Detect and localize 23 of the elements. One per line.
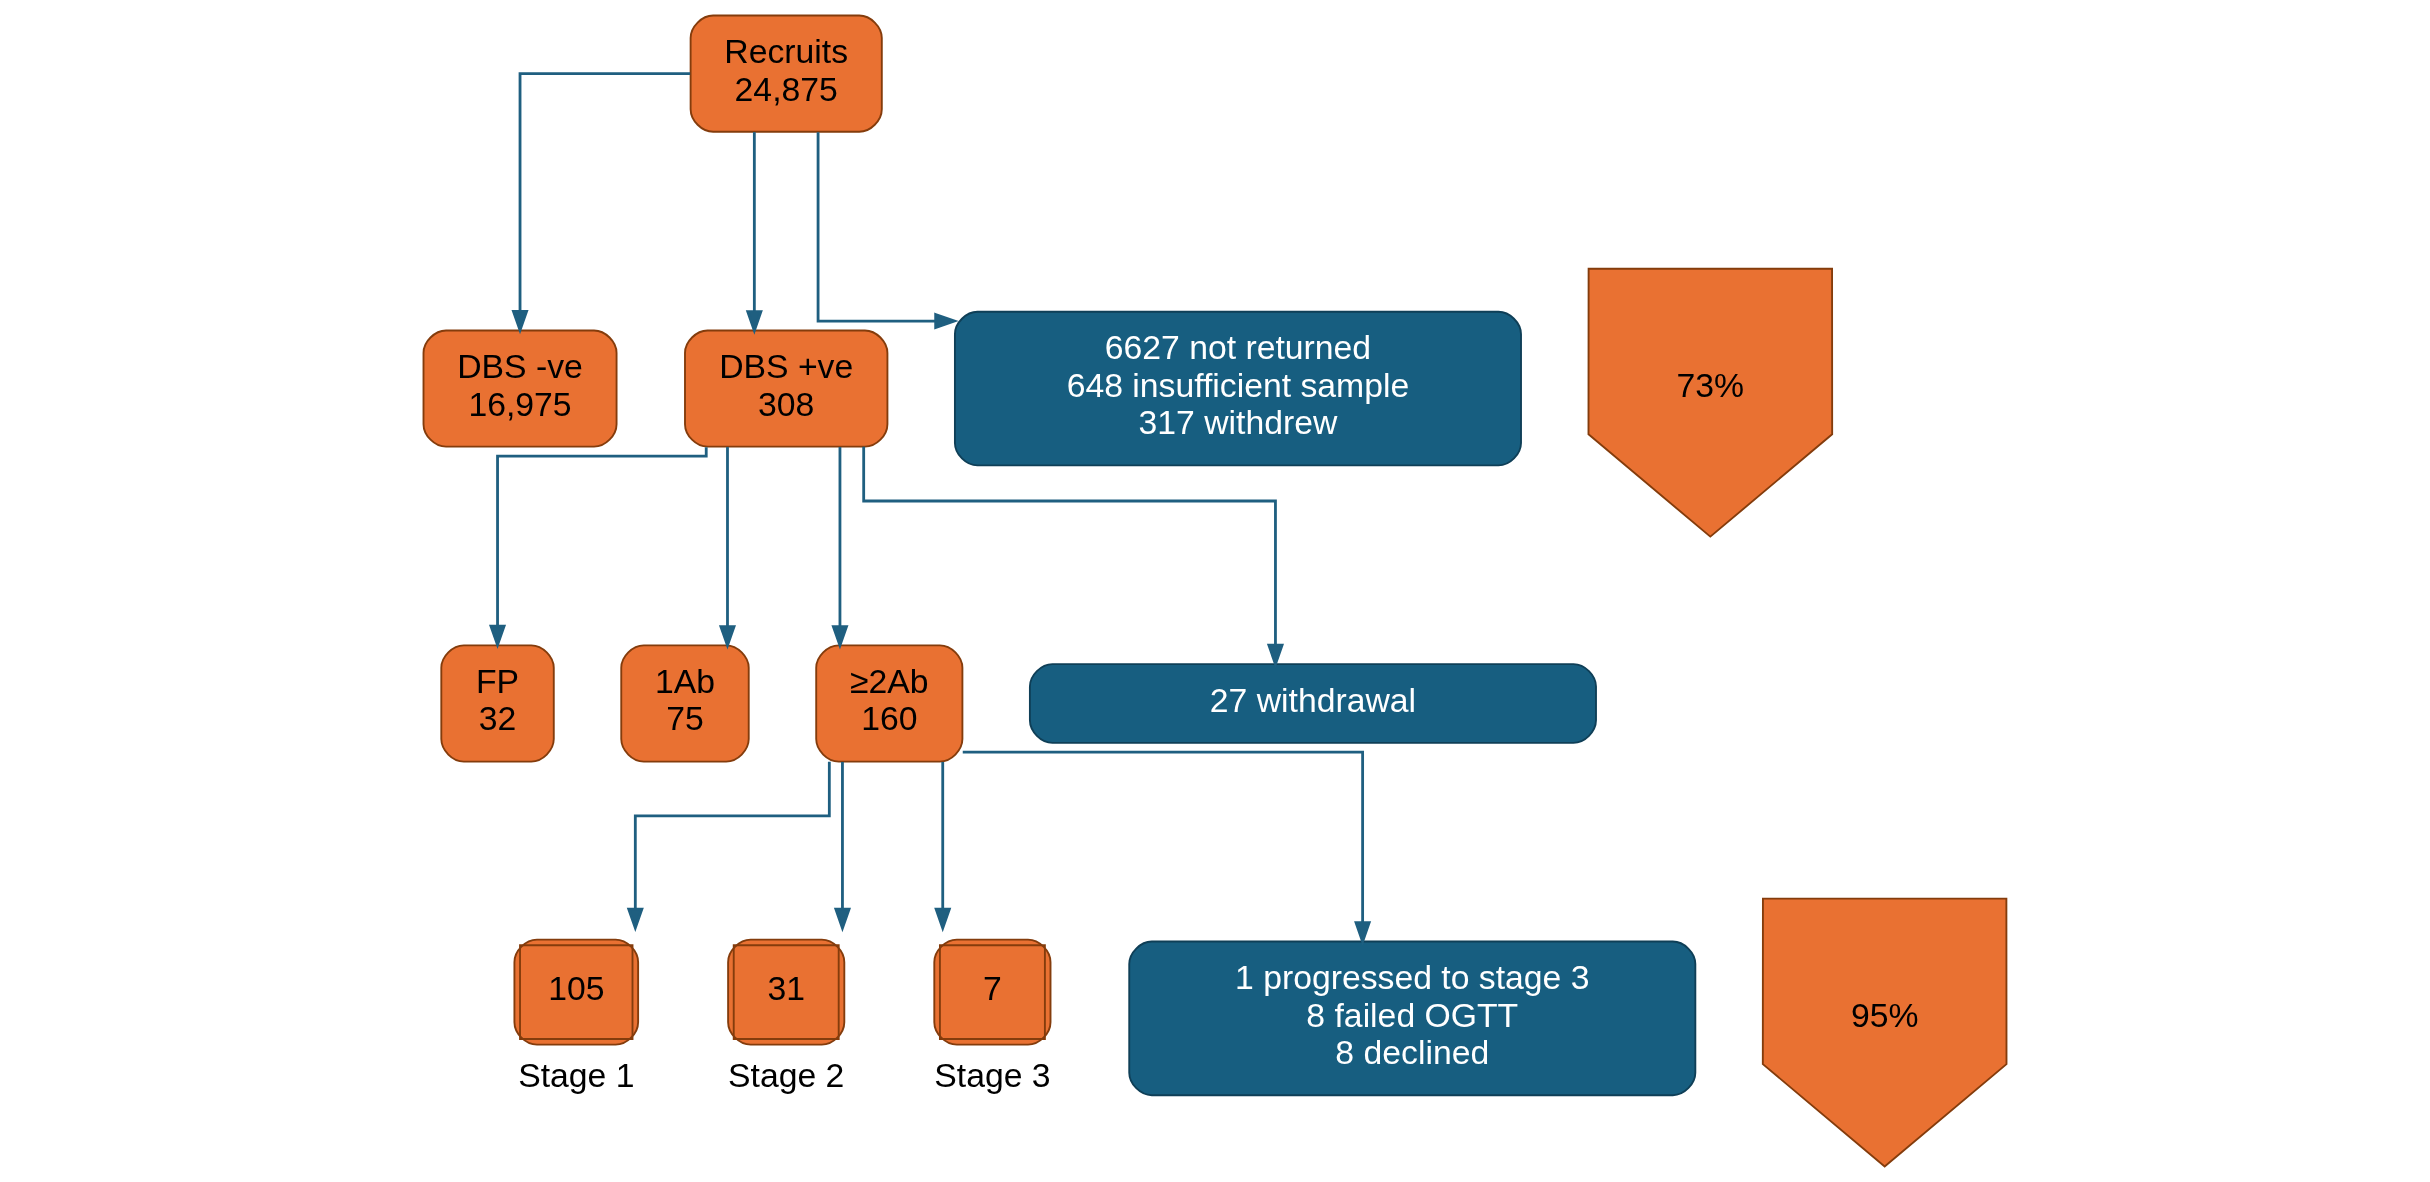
node-box: 6627 not returned 648 insufficient sample 317 withdrew [953, 310, 1522, 467]
arrow [934, 761, 952, 933]
arrow [626, 761, 831, 933]
arrow [962, 750, 1372, 946]
node-label: Stage 2 [728, 1055, 845, 1094]
node-box: Recruits 24,875 [689, 14, 883, 133]
arrow [718, 447, 737, 650]
node-box: ≥2Ab 160 [815, 644, 964, 763]
node-box: 27 withdrawal [1028, 663, 1597, 744]
arrow [833, 761, 851, 933]
node-box: 1 progressed to stage 3 8 failed OGTT 8 declined [1128, 940, 1697, 1097]
arrow [511, 72, 691, 335]
node-box: 1Ab 75 [620, 644, 750, 763]
arrow [489, 447, 708, 650]
node-label: Stage 3 [934, 1055, 1051, 1094]
arrow [862, 446, 1284, 669]
arrow [831, 447, 849, 650]
node-box: DBS +ve 308 [684, 329, 889, 448]
arrow [745, 132, 763, 335]
node-label: Stage 1 [518, 1055, 635, 1094]
arrow [816, 132, 959, 330]
node-box: FP 32 [440, 644, 555, 763]
node-box: DBS -ve 16,975 [422, 329, 618, 448]
